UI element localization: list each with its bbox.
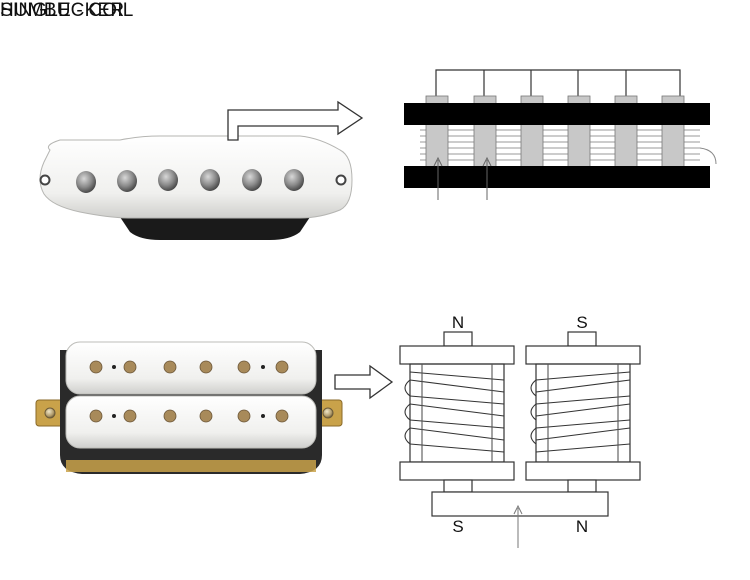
top-bobbin-plate bbox=[404, 103, 710, 125]
top-flange-left bbox=[399, 345, 515, 365]
pole-piece bbox=[284, 169, 304, 191]
pole-piece bbox=[89, 360, 103, 374]
pole-piece bbox=[242, 169, 262, 191]
pointer-arrow-icon bbox=[433, 156, 443, 167]
pole-piece bbox=[158, 169, 178, 191]
pole-stem-left bbox=[443, 479, 473, 493]
pole-piece bbox=[123, 409, 137, 423]
humbucker-heading: HUMBUCKER bbox=[0, 0, 125, 21]
humbucker-bobbin-top bbox=[65, 341, 317, 395]
pole-piece bbox=[89, 409, 103, 423]
pole-label-top-left: N bbox=[452, 313, 464, 332]
bottom-bobbin-plate bbox=[404, 166, 710, 188]
bottom-flange-left bbox=[399, 461, 515, 481]
pole-piece bbox=[117, 170, 137, 192]
bent-arrow-icon bbox=[227, 100, 364, 141]
pole-piece bbox=[163, 409, 177, 423]
pole-piece bbox=[76, 171, 96, 193]
humbucker-cross-section bbox=[399, 331, 641, 517]
pole-piece bbox=[275, 409, 289, 423]
top-flange-right bbox=[525, 345, 641, 365]
pole-piece bbox=[199, 360, 213, 374]
pole-label-bottom-left: S bbox=[452, 517, 463, 536]
coil-lead-wire bbox=[699, 147, 717, 165]
pole-label-top-right: S bbox=[576, 313, 587, 332]
pole-cap-left bbox=[443, 331, 473, 347]
bar-magnet bbox=[431, 491, 609, 517]
pointer-arrow-icon bbox=[482, 156, 492, 167]
pole-cap-right bbox=[567, 331, 597, 347]
single-coil-pickup-photo bbox=[39, 135, 353, 240]
bottom-flange-right bbox=[525, 461, 641, 481]
pole-piece bbox=[163, 360, 177, 374]
single-coil-heading: SINGLE - COIL bbox=[0, 0, 134, 21]
humbucker-bobbin-bottom bbox=[65, 395, 317, 449]
humbucker-pickup-photo bbox=[35, 341, 343, 474]
pole-stem-right bbox=[567, 479, 597, 493]
coil-windings-left bbox=[404, 364, 505, 462]
pole-piece bbox=[200, 169, 220, 191]
pole-label-bottom-right: N bbox=[576, 517, 588, 536]
pointer-arrow-icon bbox=[513, 504, 523, 515]
mount-hole-icon bbox=[39, 174, 51, 186]
pole-piece bbox=[199, 409, 213, 423]
right-arrow-icon bbox=[334, 364, 394, 400]
single-coil-cross-section bbox=[404, 69, 717, 200]
lead-wire bbox=[435, 69, 681, 98]
mount-hole-icon bbox=[335, 174, 347, 186]
coil-windings-right bbox=[530, 364, 631, 462]
pole-piece bbox=[237, 409, 251, 423]
pole-piece bbox=[275, 360, 289, 374]
single-coil-cover bbox=[39, 135, 353, 219]
pole-piece bbox=[123, 360, 137, 374]
pole-piece bbox=[237, 360, 251, 374]
